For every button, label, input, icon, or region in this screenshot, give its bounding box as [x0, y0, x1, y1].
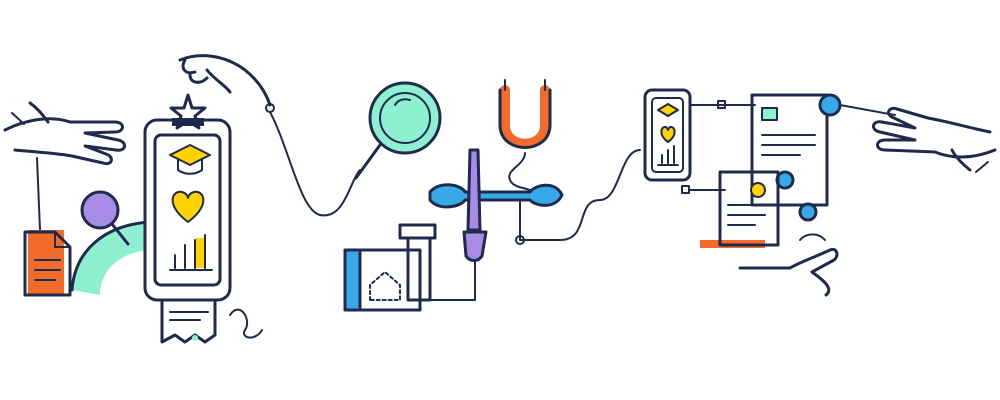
hand-icon	[738, 233, 839, 297]
cable-line	[269, 111, 361, 217]
magnifying-glass-icon	[354, 81, 442, 180]
wrench-icon	[428, 183, 564, 209]
receipt-icon	[160, 298, 263, 344]
graduation-cap-icon	[657, 103, 679, 117]
hand-icon	[178, 54, 275, 113]
document-icon	[23, 230, 72, 297]
bar-chart-icon	[657, 145, 679, 166]
string-line	[36, 157, 41, 231]
hand-icon	[872, 106, 997, 173]
heart-icon	[171, 190, 205, 223]
graduation-cap-icon	[169, 144, 211, 175]
star-icon	[169, 93, 207, 130]
cable-line	[519, 149, 641, 241]
cable-line	[839, 104, 896, 116]
bar-chart-icon	[169, 234, 213, 271]
hand-icon	[3, 101, 126, 166]
heart-icon	[660, 125, 676, 143]
blueprint-icon	[343, 223, 437, 312]
brush-icon	[462, 148, 488, 262]
magnifying-glass-icon	[80, 190, 130, 246]
conveyor-roller-icon	[775, 93, 842, 222]
document-icon	[700, 170, 780, 248]
stethoscope-icon	[498, 79, 552, 201]
cable-line	[429, 261, 476, 301]
document-icon	[750, 93, 829, 207]
tube-shape	[70, 220, 152, 295]
